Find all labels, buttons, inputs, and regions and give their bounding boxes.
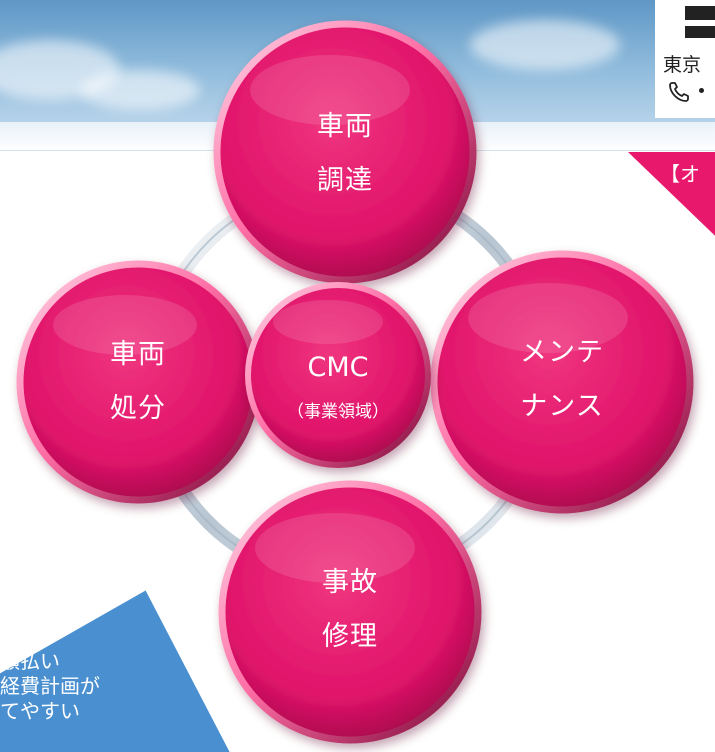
logo-graphic [685, 6, 715, 20]
callout-line: 額払い [0, 649, 60, 673]
callout-text: MS】 額払い 経費計画が てやすい [0, 624, 200, 724]
node-vehicle-disposal[interactable] [16, 260, 260, 504]
callout-line: てやすい [0, 699, 80, 723]
address-text: 東京 [663, 54, 702, 76]
phone-icon[interactable] [667, 80, 691, 104]
callout-line: MS】 [0, 624, 50, 648]
node-cmc-center[interactable] [245, 282, 431, 468]
node-vehicle-procurement[interactable] [213, 20, 477, 284]
phone-number-fragment [699, 88, 704, 93]
node-accident-repair[interactable] [218, 480, 482, 744]
logo-graphic-lower [685, 26, 715, 38]
callout-line: 経費計画が [0, 674, 100, 698]
ribbon-label[interactable]: 【オ [660, 162, 700, 186]
node-maintenance[interactable] [430, 250, 694, 514]
company-info-box: 東京 [655, 0, 715, 118]
